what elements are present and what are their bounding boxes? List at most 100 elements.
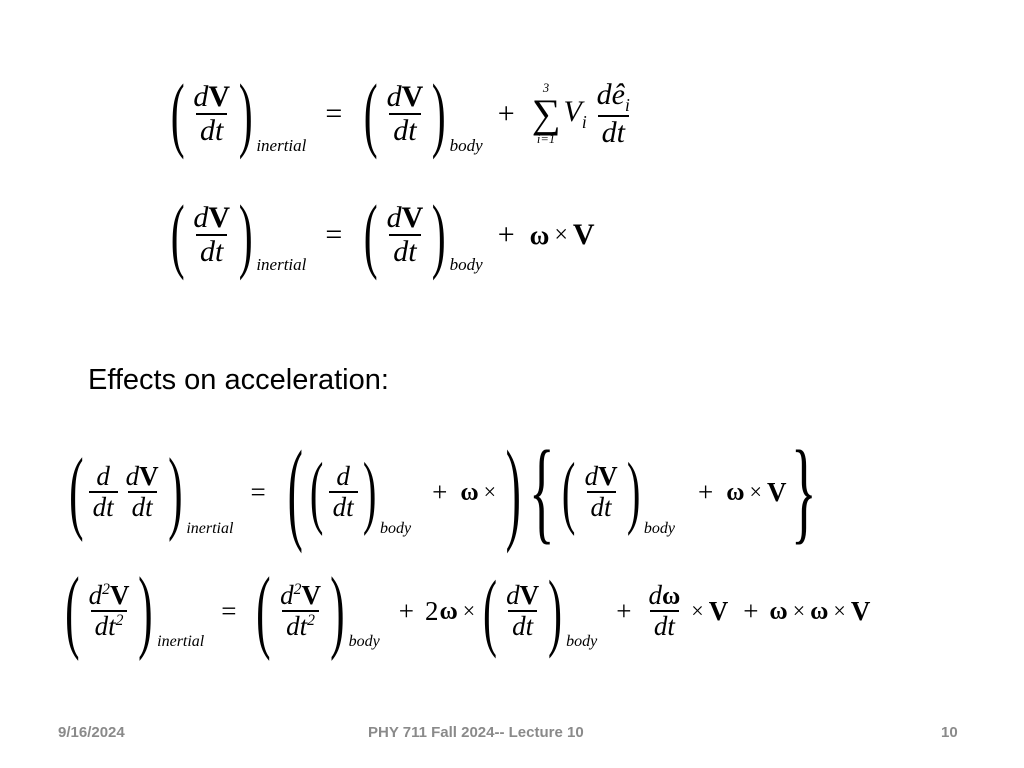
eq3-lhs-f2-den: dt	[127, 491, 157, 521]
eq3-outer-close-paren: )	[505, 428, 522, 556]
eq1-sum-coefficient-sub: i	[581, 112, 587, 132]
eq4-body-num-exp: 2	[293, 581, 302, 598]
eq3-brace-subscript: body	[643, 520, 675, 537]
eq4-body-fraction: d2V dt2	[276, 582, 325, 640]
eq1-sum-num-ehat-sub: i	[624, 95, 630, 115]
eq2-close-paren-rhs: )	[432, 187, 446, 282]
eq4-close-paren-body: )	[330, 560, 345, 662]
eq4-lhs-num-d: d	[88, 580, 103, 610]
eq1-open-paren-lhs: (	[170, 66, 185, 161]
eq3-operator-cross-icon: ×	[483, 479, 497, 504]
eq4-euler-num-omega: ω	[661, 583, 681, 610]
eq2-vector-V: V	[572, 218, 595, 251]
eq1-lhs-subscript: inertial	[256, 136, 307, 156]
eq3-operator-plus: +	[432, 476, 448, 507]
eq4-coriolis-open-paren: (	[483, 563, 498, 659]
eq3-lhs-fraction-2: dV dt	[122, 463, 163, 521]
eq4-equals: =	[221, 595, 237, 626]
eq3-lhs-f1-num: d	[96, 461, 110, 491]
eq3-brace-omega: ω	[726, 478, 745, 506]
eq2-lhs-num-d: d	[193, 201, 209, 234]
eq1-sigma-icon: ∑	[531, 90, 561, 136]
eq3-close-paren-lhs: )	[167, 441, 183, 543]
eq3-lhs-fraction-1: d dt	[88, 461, 118, 521]
eq1-lhs-fraction: dV dt	[189, 82, 234, 146]
eq4-body-den-exp: 2	[307, 612, 315, 629]
eq2-open-paren-rhs: (	[364, 187, 378, 282]
eq1-sum-num-ehat: ê	[611, 78, 625, 111]
eq1-rhs-den: dt	[389, 113, 421, 146]
eq1-summation: 3 ∑ i=1	[532, 82, 561, 146]
eq3-brace-vector-V: V	[766, 476, 787, 507]
equation-acceleration-full: ( d2V dt2 ) inertial = ( d2V dt2 ) body …	[62, 565, 871, 658]
eq3-brace-fraction: dV dt	[581, 463, 622, 521]
equation-acceleration-operator-expansion: ( d dt dV dt ) inertial = ( ( d dt ) bod…	[66, 435, 822, 550]
eq4-lhs-num-exp: 2	[102, 581, 110, 598]
eq3-operator-fraction: d dt	[328, 461, 358, 521]
eq4-centrifugal-cross-icon-2: ×	[833, 598, 846, 623]
eq4-body-num-V: V	[301, 580, 321, 610]
eq3-open-paren-lhs: (	[69, 441, 84, 543]
eq1-lhs-num-V: V	[208, 80, 230, 114]
eq4-open-paren-body: (	[256, 560, 272, 662]
eq2-lhs-fraction: dV dt	[189, 203, 234, 267]
eq3-operator-omega: ω	[460, 478, 479, 506]
eq3-brace-den: dt	[586, 491, 616, 521]
eq1-rhs-fraction: dV dt	[383, 82, 428, 146]
eq3-lhs-f2-num-V: V	[139, 461, 159, 491]
eq1-close-paren-rhs: )	[432, 66, 446, 161]
eq3-lhs-f2-num-d: d	[125, 461, 140, 491]
eq3-brace-close-paren: )	[626, 445, 640, 537]
slide-footer: 9/16/2024 PHY 711 Fall 2024-- Lecture 10…	[0, 718, 1024, 754]
eq4-lhs-den-exp: 2	[115, 612, 124, 629]
eq4-lhs-subscript: inertial	[157, 633, 205, 650]
eq4-euler-den: dt	[649, 610, 679, 640]
eq1-close-paren-lhs: )	[238, 66, 253, 161]
eq4-centrifugal-vector-V: V	[850, 595, 871, 626]
eq2-lhs-num-V: V	[208, 201, 230, 234]
eq1-rhs-subscript: body	[449, 136, 483, 156]
eq4-centrifugal-omega-1: ω	[769, 597, 788, 625]
eq1-lhs-den: dt	[195, 113, 228, 146]
eq2-equals: =	[325, 218, 343, 251]
eq1-sum-den: dt	[597, 115, 629, 148]
eq4-body-den-dt: dt	[286, 611, 308, 641]
eq3-lhs-f1-den: dt	[88, 491, 118, 521]
eq4-coriolis-cross-icon: ×	[462, 598, 476, 623]
eq4-coriolis-num-d: d	[506, 580, 520, 610]
eq1-rhs-num-d: d	[386, 80, 402, 114]
eq4-coriolis-den: dt	[508, 610, 538, 640]
eq3-operator-subscript: body	[380, 520, 412, 537]
eq1-open-paren-rhs: (	[364, 66, 378, 161]
eq1-equals: =	[325, 97, 343, 131]
eq3-inner-close-paren: )	[362, 445, 377, 537]
equation-velocity-omega-cross: ( dV dt ) inertial = ( dV dt ) body + ω …	[168, 192, 595, 276]
eq1-plus: +	[497, 97, 515, 131]
eq3-brace-open-paren: (	[562, 445, 576, 537]
eq4-coriolis-num-V: V	[519, 580, 540, 610]
eq2-cross-icon: ×	[554, 222, 568, 248]
eq4-coriolis-fraction: dV dt	[502, 582, 543, 640]
eq2-plus: +	[497, 218, 515, 251]
footer-title: PHY 711 Fall 2024-- Lecture 10	[368, 724, 584, 741]
eq3-lhs-subscript: inertial	[186, 520, 234, 537]
eq4-lhs-den-dt: dt	[94, 611, 116, 641]
eq4-body-num-d: d	[280, 580, 294, 610]
eq4-body-subscript: body	[348, 633, 380, 650]
eq4-open-paren-lhs: (	[65, 560, 80, 662]
eq1-sum-lower-limit: i=1	[536, 132, 556, 147]
eq3-op-den: dt	[328, 491, 358, 521]
eq1-rhs-num-V: V	[401, 80, 424, 114]
eq2-close-paren-lhs: )	[238, 187, 253, 282]
eq4-coriolis-close-paren: )	[548, 563, 563, 659]
eq4-lhs-fraction: d2V dt2	[85, 582, 134, 640]
eq1-sum-upper-limit: 3	[542, 81, 550, 96]
eq3-inner-open-paren: (	[310, 445, 324, 537]
eq3-op-num: d	[336, 461, 350, 491]
eq2-rhs-fraction: dV dt	[383, 203, 428, 267]
equation-velocity-with-sum: ( dV dt ) inertial = ( dV dt ) body + 3 …	[168, 71, 636, 155]
eq4-euler-vector-V: V	[708, 595, 729, 626]
eq4-centrifugal-omega-2: ω	[810, 597, 829, 625]
footer-page-number: 10	[941, 724, 958, 741]
